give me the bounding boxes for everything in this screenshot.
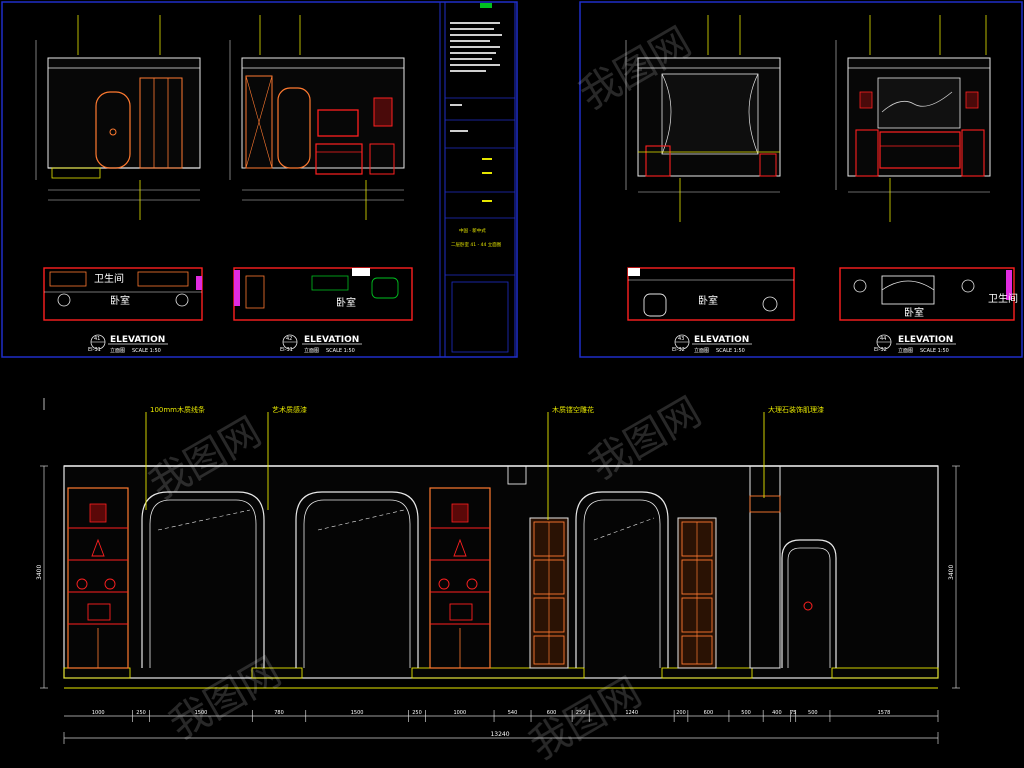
dimension-label-12: 600 — [704, 710, 714, 716]
titleblock-note-1: 中国 · 新中式 — [459, 227, 486, 234]
plan-1-room-2: 卧室 — [110, 294, 130, 307]
dimension-label-8: 600 — [547, 710, 557, 716]
main-elevation: 100mm木质线条 艺术质感漆 木质镂空雕花 大理石装饰肌理漆 3400 340… — [36, 398, 960, 744]
elevation-44-title: ELEVATION — [898, 335, 953, 345]
elevation-44-scale: SCALE 1:50 — [920, 348, 949, 354]
dimension-label-1: 250 — [136, 710, 146, 716]
sheet-1: 卫生间 卧室 卧室 41 EI-31 ELEVATION 立面图 SCALE 1… — [1, 1, 518, 358]
display-cabinet-middle — [429, 487, 491, 669]
height-dimensions: 3400 3400 — [36, 465, 960, 689]
elevation-42-scale: SCALE 1:50 — [326, 348, 355, 354]
plan-2-room-1: 卧室 — [336, 296, 356, 309]
elevation-44-code: EI-32 — [874, 347, 887, 353]
width-dimension-row: 13240 1000 250 1500 780 1500 250 1000 540 600 250… — [63, 710, 939, 744]
elevation-43-drawing — [625, 15, 781, 222]
elevation-41-label: 41 EI-31 ELEVATION 立面图 SCALE 1:50 — [88, 334, 168, 354]
column — [749, 465, 781, 669]
elevation-41-scale: SCALE 1:50 — [132, 348, 161, 354]
plan-3-room-1: 卧室 — [698, 294, 718, 307]
elevation-41-drawing — [35, 15, 201, 220]
elevation-44-number: 44 — [880, 336, 886, 342]
plan-4-room-1: 卫生间 — [988, 292, 1018, 305]
dimension-label-9: 250 — [576, 710, 586, 716]
plan-2: 卧室 — [233, 267, 413, 321]
dimension-label-3: 780 — [274, 710, 284, 716]
dimension-label-17: 1578 — [878, 710, 891, 716]
elevation-43-label: 43 EI-32 ELEVATION 立面图 SCALE 1:50 — [672, 334, 752, 354]
elevation-41-code: EI-31 — [88, 347, 101, 353]
dimension-label-15: 75 — [790, 710, 796, 716]
height-left: 3400 — [36, 565, 43, 580]
dimension-label-0: 1000 — [92, 710, 105, 716]
callout-leaders: 100mm木质线条 艺术质感漆 木质镂空雕花 大理石装饰肌理漆 — [145, 405, 824, 520]
elevation-44-drawing — [835, 15, 991, 222]
callout-3: 木质镂空雕花 — [552, 405, 594, 414]
elevation-43-title: ELEVATION — [694, 335, 749, 345]
elevation-44-sub: 立面图 — [898, 347, 913, 354]
elevation-41-number: 41 — [94, 336, 100, 342]
arch-opening-3 — [575, 491, 669, 668]
elevation-42-drawing — [229, 15, 405, 220]
plan-1: 卫生间 卧室 — [43, 267, 203, 321]
dimension-label-6: 1000 — [453, 710, 466, 716]
plan-4-room-2: 卧室 — [904, 306, 924, 319]
elevation-44-label: 44 EI-32 ELEVATION 立面图 SCALE 1:50 — [874, 334, 956, 354]
elevation-43-scale: SCALE 1:50 — [716, 348, 745, 354]
dimension-label-14: 400 — [772, 710, 782, 716]
elevation-42-number: 42 — [286, 336, 292, 342]
arch-opening-2 — [295, 491, 419, 668]
dimension-label-11: 200 — [676, 710, 686, 716]
callout-1: 100mm木质线条 — [150, 405, 205, 414]
height-right: 3400 — [948, 565, 955, 580]
door — [781, 539, 837, 668]
elevation-41-title: ELEVATION — [110, 335, 165, 345]
elevation-41-sub: 立面图 — [110, 347, 125, 354]
plan-3: 卧室 — [627, 267, 795, 321]
title-block: 中国 · 新中式 二层卧室 41 - 44 立面图 — [444, 1, 516, 358]
elevation-42-title: ELEVATION — [304, 335, 359, 345]
elevation-42-sub: 立面图 — [304, 347, 319, 354]
plan-4: 卫生间 卧室 — [839, 267, 1018, 321]
sheet-2: 卧室 卫生间 卧室 43 EI-32 ELEVATION 立面图 SCALE 1… — [579, 1, 1023, 358]
elevation-42-code: EI-31 — [280, 347, 293, 353]
carved-lattice-panel-2 — [677, 517, 717, 669]
elevation-43-code: EI-32 — [672, 347, 685, 353]
dimension-label-2: 1500 — [195, 710, 208, 716]
total-width: 13240 — [490, 731, 509, 738]
elevation-43-sub: 立面图 — [694, 347, 709, 354]
dimension-label-13: 500 — [741, 710, 751, 716]
titleblock-note-2: 二层卧室 41 - 44 立面图 — [451, 241, 502, 248]
carved-lattice-panel-1 — [529, 517, 569, 669]
dimension-label-5: 250 — [412, 710, 422, 716]
arch-opening-1 — [141, 491, 265, 668]
dimension-label-16: 500 — [808, 710, 818, 716]
plan-1-room-1: 卫生间 — [94, 272, 124, 285]
dimension-label-7: 540 — [508, 710, 518, 716]
elevation-43-number: 43 — [678, 336, 684, 342]
display-cabinet-left — [67, 487, 129, 669]
callout-2: 艺术质感漆 — [272, 405, 307, 414]
elevation-42-label: 42 EI-31 ELEVATION 立面图 SCALE 1:50 — [280, 334, 362, 354]
dimension-label-10: 1240 — [625, 710, 638, 716]
dimension-label-4: 1500 — [351, 710, 364, 716]
callout-4: 大理石装饰肌理漆 — [768, 405, 824, 414]
